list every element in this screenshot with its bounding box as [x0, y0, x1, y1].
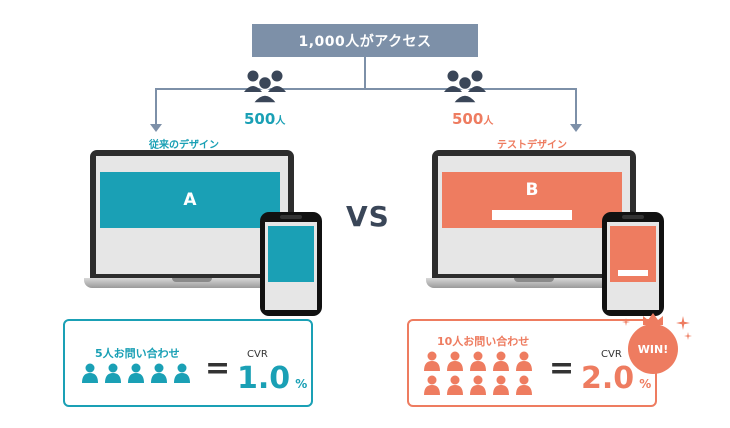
person-icon — [515, 375, 533, 399]
left-hero-banner: A — [100, 172, 280, 228]
person-icon — [423, 351, 441, 375]
left-result-box: 5人お問い合わせ = CVR 1.0 % — [63, 319, 313, 407]
left-equals: = — [205, 351, 231, 386]
connector-right-drop — [575, 88, 577, 126]
right-cvr-unit: % — [639, 377, 652, 391]
connector-horizontal — [155, 88, 577, 90]
right-laptop: B — [426, 150, 642, 290]
sparkle-icon — [622, 318, 630, 326]
left-visitor-count: 500人 — [244, 110, 285, 128]
person-icon — [446, 351, 464, 375]
phone-notch — [280, 215, 302, 219]
person-icon — [104, 363, 122, 387]
left-count-unit: 人 — [275, 116, 286, 127]
right-result-box: 10人お問い合わせ = CVR 2.0 % — [407, 319, 657, 407]
group-users-icon — [444, 70, 486, 104]
total-access-box: 1,000人がアクセス — [252, 24, 478, 57]
phone-notch — [622, 215, 644, 219]
person-icon — [469, 375, 487, 399]
left-cvr-unit: % — [295, 377, 308, 391]
crown-icon — [643, 313, 663, 325]
left-phone-banner — [268, 226, 314, 282]
person-icon — [423, 375, 441, 399]
right-screen-label: B — [525, 180, 539, 200]
person-icon — [469, 351, 487, 375]
left-cvr: 1.0 % — [237, 361, 307, 396]
left-design-label: 従来のデザイン — [149, 140, 219, 151]
person-icon — [81, 363, 99, 387]
right-design-label: テストデザイン — [497, 140, 567, 151]
laptop-base — [426, 278, 642, 288]
person-icon — [492, 375, 510, 399]
person-icon — [150, 363, 168, 387]
right-cta-bar — [492, 210, 572, 220]
right-cvr-label: CVR — [601, 349, 622, 360]
arrow-down-left-icon — [150, 124, 162, 132]
right-phone-cta — [618, 270, 648, 276]
laptop-base — [84, 278, 300, 288]
person-icon — [515, 351, 533, 375]
right-cvr: 2.0 % — [581, 361, 651, 396]
left-phone — [260, 212, 322, 316]
group-users-icon — [244, 70, 286, 104]
right-inquiry-label: 10人お問い合わせ — [437, 335, 530, 348]
win-badge-label: WIN! — [637, 342, 669, 356]
left-inquiry-label: 5人お問い合わせ — [95, 347, 180, 360]
vs-label: VS — [346, 200, 390, 233]
right-hero-banner: B — [442, 172, 622, 228]
person-icon — [127, 363, 145, 387]
left-cvr-label: CVR — [247, 349, 268, 360]
right-count-unit: 人 — [483, 116, 494, 127]
sparkle-icon — [684, 332, 692, 340]
right-phone — [602, 212, 664, 316]
total-access-label: 1,000人がアクセス — [298, 33, 432, 50]
person-icon — [173, 363, 191, 387]
laptop-notch — [172, 278, 212, 282]
left-count-value: 500 — [244, 110, 276, 128]
laptop-notch — [514, 278, 554, 282]
right-visitor-count: 500人 — [452, 110, 493, 128]
sparkle-icon — [676, 316, 690, 330]
left-cvr-value: 1.0 — [237, 361, 291, 396]
right-equals: = — [549, 351, 575, 386]
connector-vertical-top — [364, 57, 366, 89]
connector-left-drop — [155, 88, 157, 126]
left-laptop: A — [84, 150, 300, 290]
win-badge: WIN! — [628, 324, 678, 374]
arrow-down-right-icon — [570, 124, 582, 132]
person-icon — [446, 375, 464, 399]
right-cvr-value: 2.0 — [581, 361, 635, 396]
person-icon — [492, 351, 510, 375]
right-count-value: 500 — [452, 110, 484, 128]
left-screen-label: A — [183, 190, 197, 210]
